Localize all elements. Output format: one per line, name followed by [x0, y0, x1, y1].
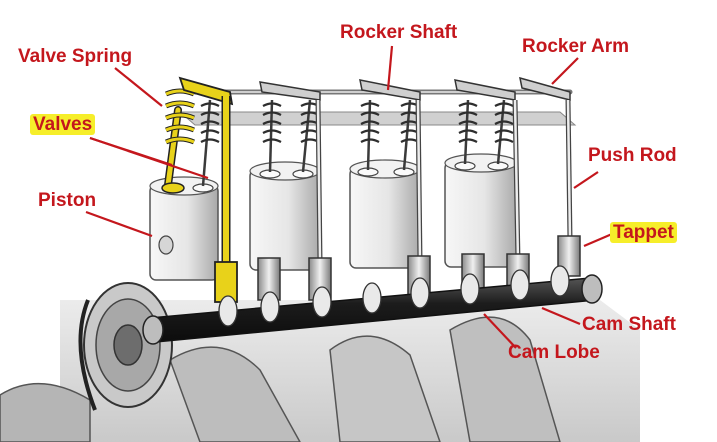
spring-coil [458, 102, 478, 107]
spring-coil [262, 138, 282, 143]
spring-coil [458, 138, 478, 143]
label-tappet-wrap: Tappet [610, 222, 677, 244]
label-cam-shaft: Cam Shaft [582, 314, 676, 335]
spring-coil [494, 138, 514, 143]
spring-coil [360, 111, 380, 116]
timing-pulley [78, 282, 173, 411]
spring-coil [200, 138, 220, 143]
label-rocker-arm: Rocker Arm [522, 36, 630, 57]
spring-coil [200, 120, 220, 125]
spring-coil [200, 129, 220, 134]
cam-lobe [460, 273, 480, 305]
label-rocker-shaft: Rocker Shaft [340, 22, 458, 43]
label-tappet: Tappet [610, 222, 677, 243]
spring-coil [360, 138, 380, 143]
cam-lobe [550, 265, 570, 297]
leader-lines [85, 45, 613, 349]
label-valves-wrap: Valves [30, 114, 96, 136]
spring-coil [360, 129, 380, 134]
cam-lobe [260, 291, 280, 323]
valve-springs [200, 99, 514, 187]
spring-coil [262, 120, 282, 125]
label-piston: Piston [38, 190, 97, 211]
label-push-rod: Push Rod [588, 145, 677, 166]
cam-lobe [362, 282, 382, 314]
camshaft-part [142, 265, 603, 345]
label-cam-lobe: Cam Lobe [508, 342, 600, 363]
spring-coil [200, 102, 220, 107]
label-valve-spring: Valve Spring [18, 46, 133, 67]
spring-coil [494, 129, 514, 134]
spring-coil [458, 111, 478, 116]
spring-coil [494, 102, 514, 107]
spring-coil [262, 111, 282, 116]
cam-lobe [410, 277, 430, 309]
spring-coil [360, 102, 380, 107]
cam-lobe [218, 295, 238, 327]
cam-lobe [312, 286, 332, 318]
label-valves: Valves [30, 114, 96, 135]
cam-lobe [510, 269, 530, 301]
spring-coil [458, 120, 478, 125]
spring-coil [262, 129, 282, 134]
spring-coil [494, 120, 514, 125]
rocker-arms [259, 76, 571, 101]
spring-coil [262, 102, 282, 107]
highlighted-valve-assembly [161, 76, 238, 303]
spring-coil [494, 111, 514, 116]
spring-coil [458, 129, 478, 134]
spring-coil [200, 111, 220, 116]
spring-coil [360, 120, 380, 125]
